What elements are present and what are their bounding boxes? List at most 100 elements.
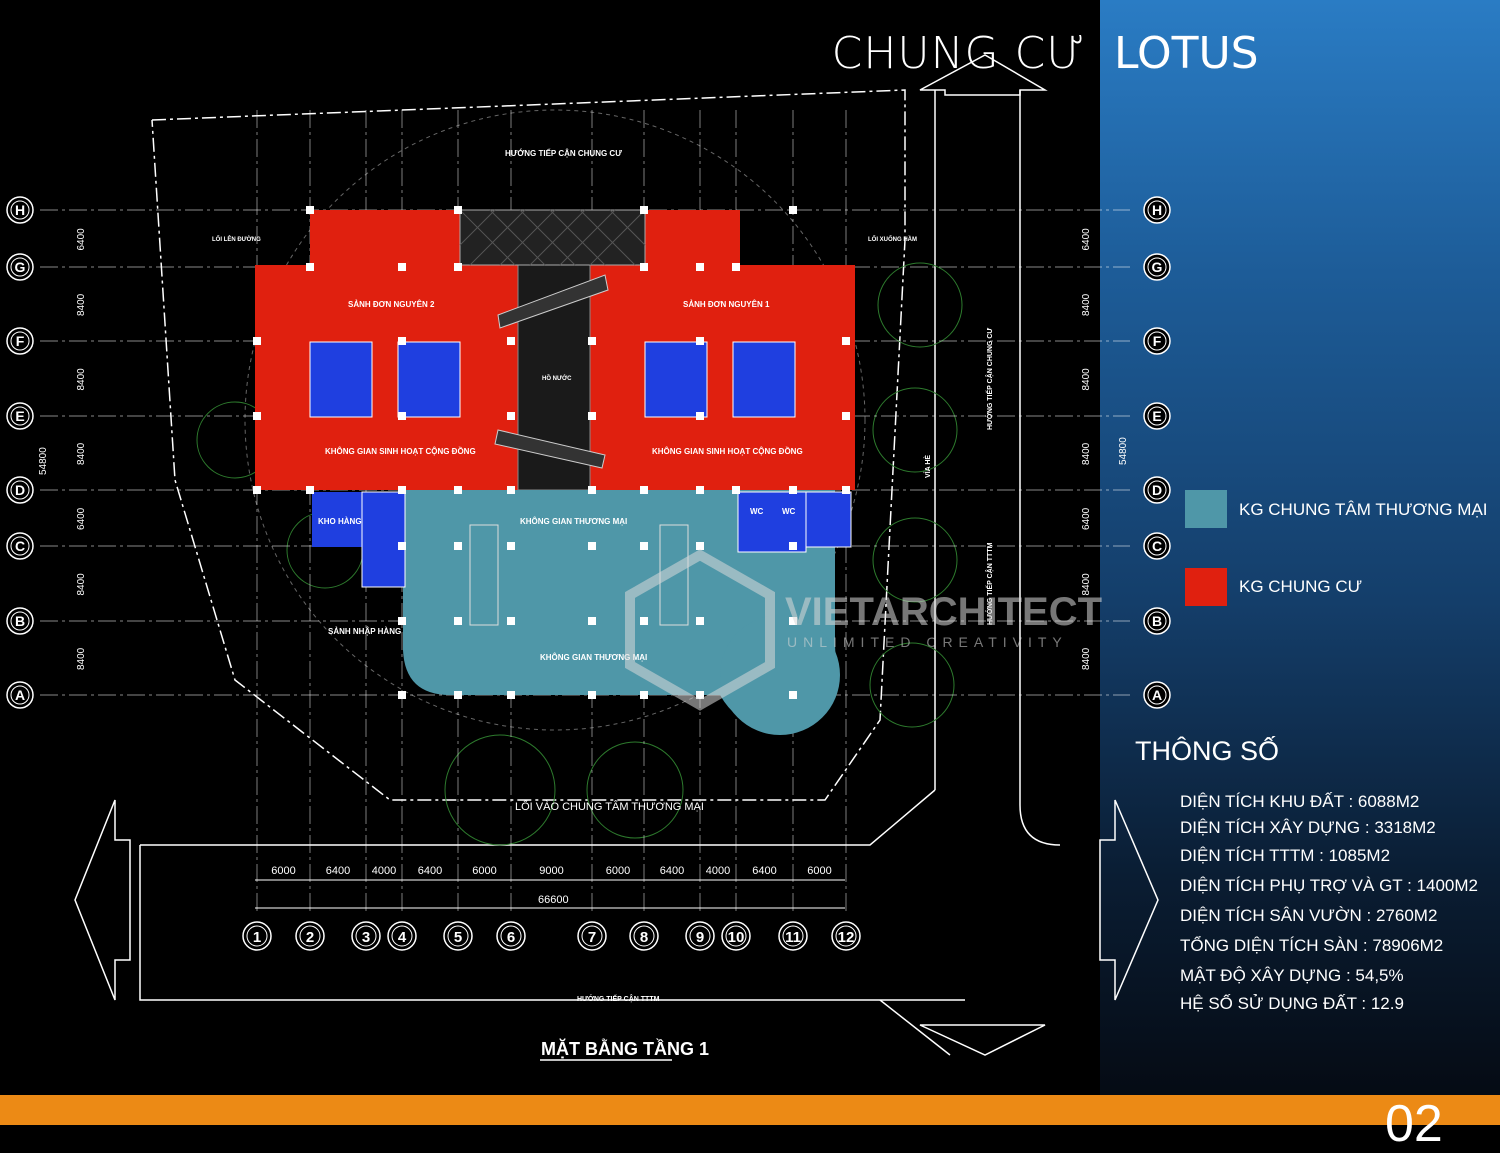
column xyxy=(306,206,314,214)
svg-text:B: B xyxy=(15,613,25,629)
column-dim: 6400 xyxy=(752,865,776,877)
column xyxy=(306,263,314,271)
column xyxy=(588,337,596,345)
legend-swatch-apartment xyxy=(1185,568,1227,606)
arrow-left xyxy=(74,799,131,1001)
column-dim: 6000 xyxy=(472,865,496,877)
column xyxy=(588,412,596,420)
column-dim: 6000 xyxy=(807,865,831,877)
svg-text:G: G xyxy=(15,259,26,275)
svg-text:10: 10 xyxy=(728,929,745,946)
watermark-tagline: UNLIMITED CREATIVITY xyxy=(787,634,1068,650)
column xyxy=(640,486,648,494)
column xyxy=(640,542,648,550)
row-bubble-G: G xyxy=(1143,253,1171,281)
column xyxy=(696,542,704,550)
row-bubble-D: D xyxy=(6,476,34,504)
arrow-bottom xyxy=(919,1024,1046,1056)
column xyxy=(696,263,704,271)
column xyxy=(398,542,406,550)
apartment-zone xyxy=(255,210,855,490)
column xyxy=(507,617,515,625)
total-height-left: 54800 xyxy=(38,447,49,475)
row-bubble-H: H xyxy=(1143,196,1171,224)
spec-line: DIỆN TÍCH XÂY DỰNG : 3318M2 xyxy=(1180,818,1436,837)
column xyxy=(454,486,462,494)
svg-text:9: 9 xyxy=(696,929,704,946)
column xyxy=(732,486,740,494)
svg-text:3: 3 xyxy=(362,929,370,946)
spec-line: DIỆN TÍCH KHU ĐẤT : 6088M2 xyxy=(1180,792,1420,811)
label-lobby1: SẢNH ĐƠN NGUYÊN 1 xyxy=(683,300,770,309)
column xyxy=(789,206,797,214)
row-bubble-B: B xyxy=(1143,607,1171,635)
column xyxy=(842,412,850,420)
legend-swatch-commercial xyxy=(1185,490,1227,528)
row-dim: 8400 xyxy=(76,573,87,596)
column xyxy=(398,486,406,494)
row-dim: 6400 xyxy=(76,507,87,530)
svg-text:11: 11 xyxy=(785,929,801,946)
svg-text:D: D xyxy=(15,482,25,498)
svg-text:E: E xyxy=(1152,408,1161,424)
column-bubble-4: 4 xyxy=(387,921,417,951)
row-dim: 8400 xyxy=(76,442,87,465)
column xyxy=(253,486,261,494)
column xyxy=(454,617,462,625)
column xyxy=(507,691,515,699)
label-pond: HỒ NƯỚC xyxy=(542,374,572,382)
svg-text:2: 2 xyxy=(306,929,314,946)
spec-line: HỆ SỐ SỬ DỤNG ĐẤT : 12.9 xyxy=(1180,994,1404,1013)
row-bubble-A: A xyxy=(1143,681,1171,709)
title-part2: LOTUS xyxy=(1114,28,1259,79)
column xyxy=(398,412,406,420)
row-dim: 6400 xyxy=(1081,228,1092,251)
trees xyxy=(196,262,963,846)
label-wc2: WC xyxy=(782,507,796,516)
row-dim: 8400 xyxy=(1081,442,1092,465)
column-bubble-8: 8 xyxy=(629,921,659,951)
column xyxy=(398,263,406,271)
svg-text:B: B xyxy=(1152,613,1162,629)
row-dim: 6400 xyxy=(1081,507,1092,530)
column xyxy=(507,337,515,345)
grid-column-lines xyxy=(256,110,847,915)
row-bubble-H: H xyxy=(6,196,34,224)
watermark: VIETARCHITECT UNLIMITED CREATIVITY xyxy=(625,549,1102,711)
svg-text:7: 7 xyxy=(588,929,596,946)
svg-text:E: E xyxy=(15,408,24,424)
row-bubble-D: D xyxy=(1143,476,1171,504)
label-wc1: WC xyxy=(750,507,764,516)
label-mall-entrance: LỐI VÀO CHUNG TÂM THƯƠNG MẠI xyxy=(515,799,704,813)
column xyxy=(306,486,314,494)
label-community-right: KHÔNG GIAN SINH HOẠT CỘNG ĐỒNG xyxy=(652,446,803,456)
spec-line: DIỆN TÍCH SÂN VƯỜN : 2760M2 xyxy=(1180,906,1438,925)
svg-text:G: G xyxy=(1152,259,1163,275)
column xyxy=(842,486,850,494)
row-bubble-C: C xyxy=(1143,532,1171,560)
column-bubble-3: 3 xyxy=(351,921,381,951)
column xyxy=(454,206,462,214)
column-dim: 4000 xyxy=(706,865,730,877)
column xyxy=(507,542,515,550)
column-dim: 9000 xyxy=(539,865,563,877)
label-storage: KHO HÀNG xyxy=(318,517,362,526)
column xyxy=(454,263,462,271)
spec-line: MẬT ĐỘ XÂY DỰNG : 54,5% xyxy=(1180,966,1404,985)
row-dim: 8400 xyxy=(1081,573,1092,596)
column xyxy=(789,486,797,494)
label-bottom-access: HƯỚNG TIẾP CẬN TTTM xyxy=(577,993,660,1003)
row-bubble-F: F xyxy=(1143,327,1171,355)
label-lobby2: SẢNH ĐƠN NGUYÊN 2 xyxy=(348,300,435,309)
row-dim: 8400 xyxy=(76,293,87,316)
row-dim: 8400 xyxy=(1081,647,1092,670)
column xyxy=(507,412,515,420)
column-dim: 6400 xyxy=(660,865,684,877)
top-hatched-canopy xyxy=(459,209,646,266)
total-width-dim: 66600 xyxy=(538,894,569,906)
legend-label-apartment: KG CHUNG CƯ xyxy=(1239,577,1363,596)
